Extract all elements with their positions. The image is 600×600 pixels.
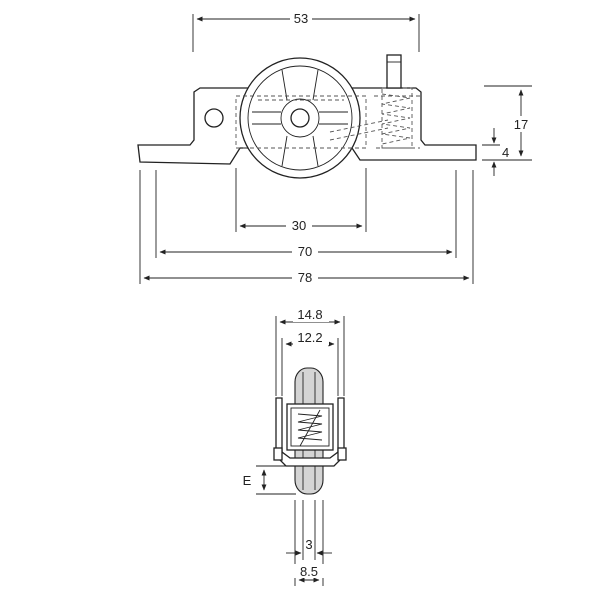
wheel-axle-hole	[290, 108, 310, 128]
front-view	[137, 54, 477, 179]
side-spring	[297, 413, 323, 441]
adjust-pin	[386, 54, 402, 89]
side-dimensions: 14.8 12.2 E 3 8.5	[243, 307, 345, 586]
wheel-spokes	[252, 69, 348, 167]
dim-4: 4	[502, 145, 509, 160]
dim-12-2: 12.2	[297, 330, 322, 345]
dim-30: 30	[292, 218, 306, 233]
dim-8-5: 8.5	[300, 564, 318, 579]
hidden-lines	[235, 95, 420, 149]
front-dimensions: 53 17 4 30 70 78	[139, 10, 533, 285]
side-view	[273, 367, 347, 495]
dim-17: 17	[514, 117, 528, 132]
dim-53: 53	[294, 11, 308, 26]
mounting-hole	[204, 108, 224, 128]
dim-78: 78	[298, 270, 312, 285]
dim-70: 70	[298, 244, 312, 259]
wheel-rim	[247, 65, 353, 171]
wheel-hub	[280, 98, 320, 138]
dim-3: 3	[305, 537, 312, 552]
dim-e-label: E	[243, 473, 252, 488]
dim-14-8: 14.8	[297, 307, 322, 322]
